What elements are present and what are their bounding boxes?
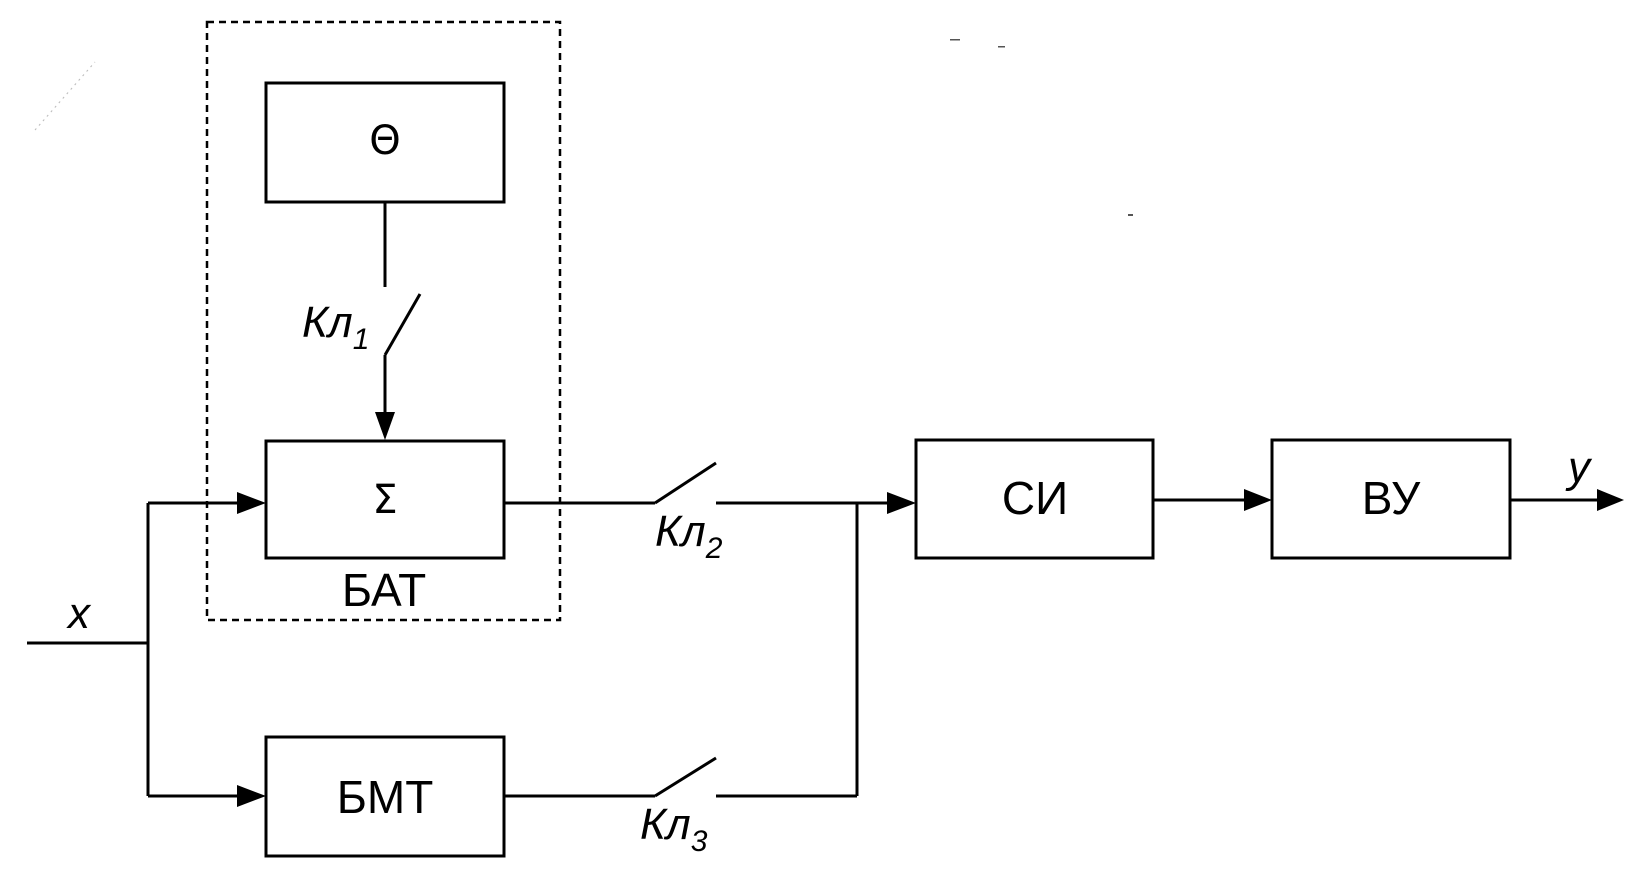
to-si-arrowhead xyxy=(887,492,916,514)
bmt-block: БМТ xyxy=(264,735,506,858)
theta-block: Θ xyxy=(264,81,506,204)
sum-block: Σ xyxy=(264,439,506,560)
kl3-switch-blade xyxy=(654,756,717,798)
vu-label: ВУ xyxy=(1362,472,1421,524)
sum-label: Σ xyxy=(372,477,397,523)
kl1-switch-blade xyxy=(383,293,422,356)
vu-block: ВУ xyxy=(1270,438,1512,560)
to-sum-arrowhead xyxy=(237,492,266,514)
kl1-arrowhead xyxy=(375,412,395,440)
theta-label: Θ xyxy=(369,118,400,164)
scan-artifacts xyxy=(34,39,1133,216)
bat-dashed-frame xyxy=(205,20,562,622)
kl1-label: Кл1 xyxy=(302,298,369,356)
output-arrowhead xyxy=(1597,489,1624,511)
kl2-label: Кл2 xyxy=(655,507,723,565)
si-label: СИ xyxy=(1002,472,1068,524)
input-label: x xyxy=(66,589,92,638)
output-label: y xyxy=(1565,443,1593,492)
to-bmt-arrowhead xyxy=(237,785,266,807)
si-block: СИ xyxy=(914,438,1155,560)
bmt-label: БМТ xyxy=(337,771,434,823)
to-vu-arrowhead xyxy=(1244,489,1272,511)
bat-label: БАТ xyxy=(342,564,426,616)
kl2-switch-blade xyxy=(654,461,717,505)
kl3-label: Кл3 xyxy=(640,800,708,858)
